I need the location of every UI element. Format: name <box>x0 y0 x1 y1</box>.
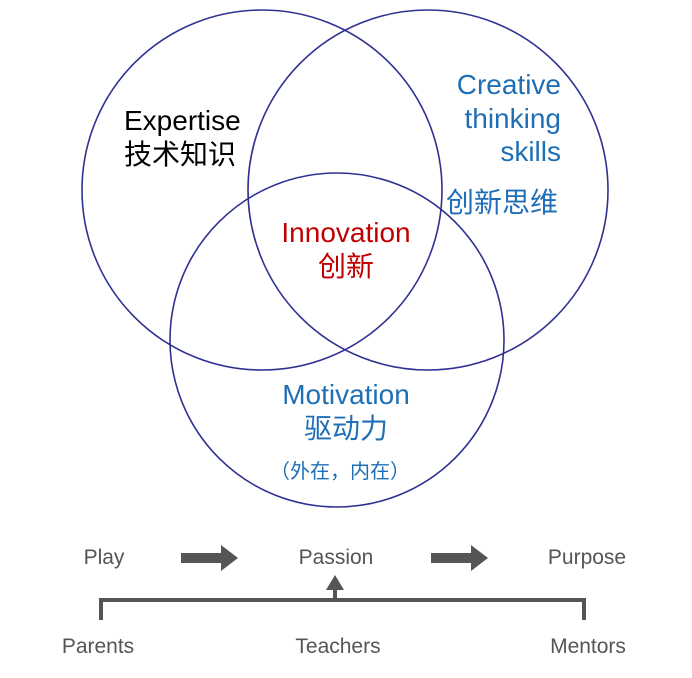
creative-thinking-label: Creative thinking skills <box>420 68 561 169</box>
stage-purpose: Purpose <box>547 546 627 569</box>
innovation-english: Innovation <box>281 217 411 248</box>
creative-thinking-chinese: 创新思维 <box>446 187 559 218</box>
creative-line-3: skills <box>500 136 561 168</box>
stage-passion: Passion <box>298 546 374 569</box>
creative-line-1: Creative <box>456 69 561 100</box>
innovation-chinese: 创新 <box>317 250 374 282</box>
motivation-english: Motivation <box>282 379 410 410</box>
expertise-chinese: 技术知识 <box>124 138 237 170</box>
supporter-mentors: Mentors <box>550 635 626 658</box>
creative-thinking-circle <box>247 9 609 371</box>
support-up-arrow-icon <box>326 575 344 590</box>
motivation-circle <box>169 172 505 508</box>
motivation-note: （外在，内在） <box>270 461 410 483</box>
expertise-label: Expertise 技术知识 <box>124 104 241 171</box>
motivation-label: Motivation 驱动力 <box>282 378 410 445</box>
expertise-english: Expertise <box>124 105 241 136</box>
stage-play: Play <box>83 546 125 569</box>
supporter-parents: Parents <box>61 635 135 658</box>
expertise-circle <box>81 9 443 371</box>
motivation-chinese: 驱动力 <box>303 412 388 444</box>
innovation-label: Innovation 创新 <box>281 216 410 283</box>
play-to-passion-arrow-icon <box>181 545 238 571</box>
creative-line-2: thinking <box>464 102 561 134</box>
supporter-teachers: Teachers <box>295 635 381 658</box>
passion-to-purpose-arrow-icon <box>431 545 488 571</box>
support-bracket <box>99 598 586 620</box>
